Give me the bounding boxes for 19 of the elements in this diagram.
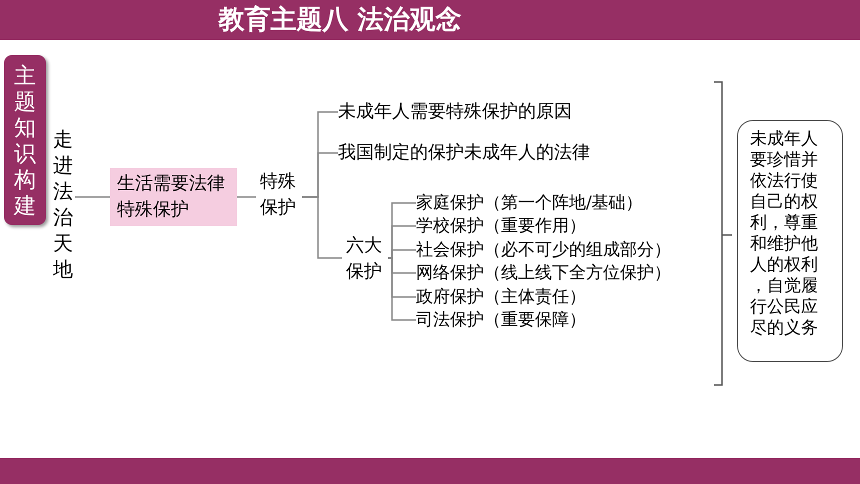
branch-label: 未成年人需要特殊保护的原因 bbox=[338, 98, 572, 126]
summary-box: 未成年人要珍惜并依法行使自己的权利，尊重和维护他人的权利，自觉履行公民应尽的义务 bbox=[737, 120, 843, 362]
branch-label: 我国制定的保护未成年人的法律 bbox=[338, 139, 590, 167]
connector-line bbox=[237, 196, 256, 198]
branch-label: 学校保护（重要作用） bbox=[416, 214, 586, 238]
branch-label: 六大保护 bbox=[342, 232, 388, 286]
branch-label: 社会保护（必不可少的组成部分） bbox=[416, 238, 671, 262]
branch-label: 网络保护（线上线下全方位保护） bbox=[416, 261, 671, 285]
branch-label: 家庭保护（第一个阵地/基础） bbox=[416, 191, 643, 215]
vertical-heading: 走进法治天地 bbox=[51, 126, 75, 282]
topic-box: 生活需要法律特殊保护 bbox=[110, 168, 237, 226]
connector-line bbox=[388, 257, 416, 321]
branch-label: 特殊保护 bbox=[256, 168, 302, 222]
section-tab: 主题知识构建 bbox=[4, 55, 46, 225]
branch-label: 政府保护（主体责任） bbox=[416, 285, 586, 309]
branch-label: 司法保护（重要保障） bbox=[416, 308, 586, 332]
title: 教育主题八 法治观念 bbox=[217, 4, 463, 37]
connector-line bbox=[302, 196, 342, 259]
connector-line bbox=[75, 196, 110, 198]
